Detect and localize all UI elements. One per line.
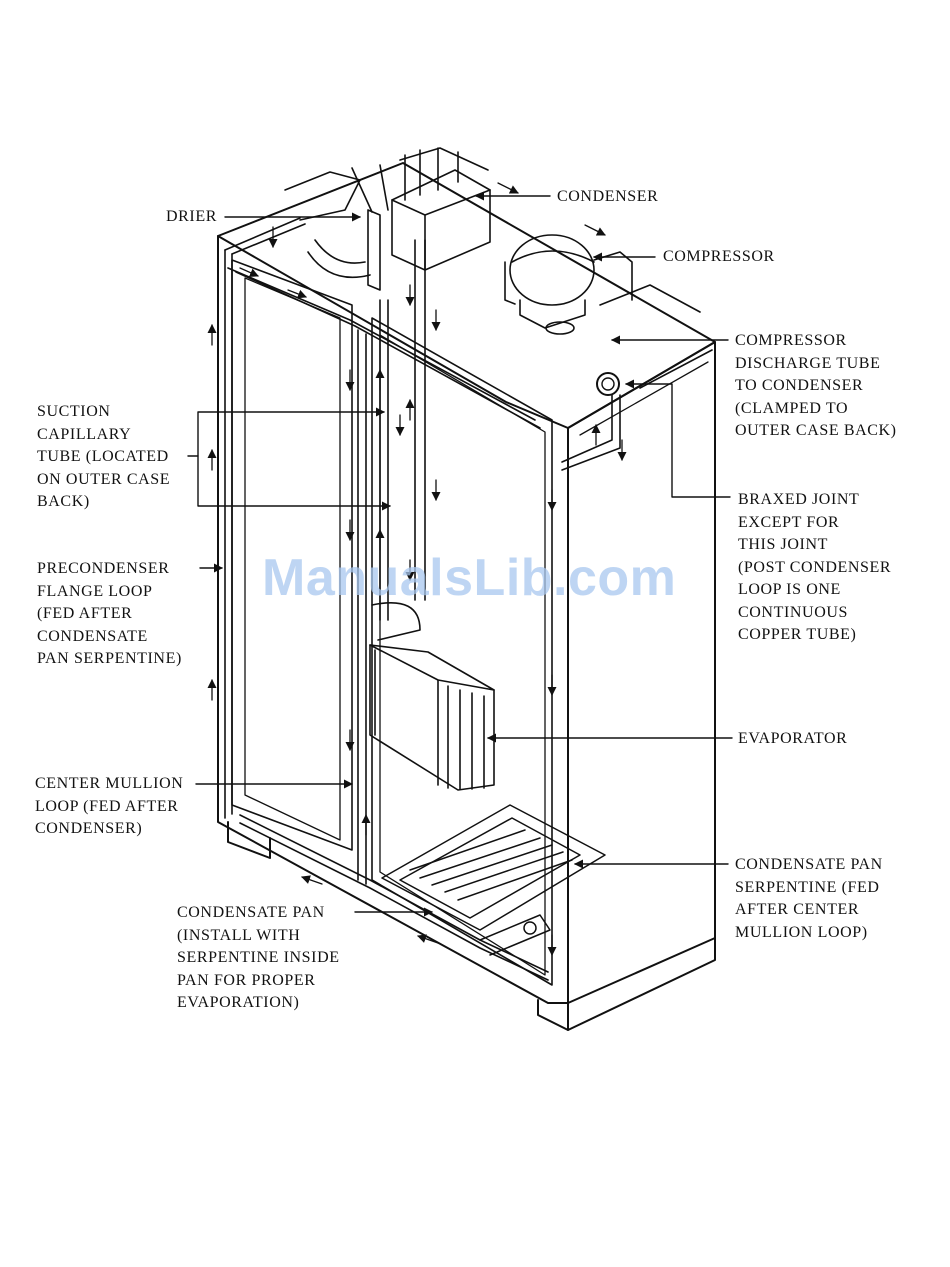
leader-lines <box>187 191 733 917</box>
label-braxed-joint: BRAXED JOINT EXCEPT FOR THIS JOINT (POST… <box>738 491 892 643</box>
label-condensate-pan: CONDENSATE PAN (INSTALL WITH SERPENTINE … <box>177 904 340 1011</box>
condensate-pan <box>381 804 606 956</box>
evaporator-coil <box>369 601 495 791</box>
watermark: ManualsLib.com <box>262 549 677 607</box>
leader-suction-top <box>187 407 385 457</box>
label-compressor: COMPRESSOR <box>663 248 775 265</box>
leader-suction-bottom <box>197 455 391 511</box>
label-evaporator: EVAPORATOR <box>738 730 848 747</box>
braxed-joint-ring <box>596 372 620 396</box>
cabinet-outline <box>217 162 716 1031</box>
flow-arrows <box>207 182 627 956</box>
label-condenser: CONDENSER <box>557 188 659 205</box>
compressor-unit <box>504 234 701 335</box>
label-precondenser-loop: PRECONDENSER FLANGE LOOP (FED AFTER COND… <box>37 560 182 667</box>
drier-condenser <box>284 147 491 291</box>
label-drier: DRIER <box>166 208 217 225</box>
label-pan-serpentine: CONDENSATE PAN SERPENTINE (FED AFTER CEN… <box>735 856 883 941</box>
label-suction-capillary: SUCTION CAPILLARY TUBE (LOCATED ON OUTER… <box>37 403 171 510</box>
label-center-mullion: CENTER MULLION LOOP (FED AFTER CONDENSER… <box>35 775 184 837</box>
label-discharge-tube: COMPRESSOR DISCHARGE TUBE TO CONDENSER (… <box>735 332 897 439</box>
leader-braxed <box>625 379 731 498</box>
